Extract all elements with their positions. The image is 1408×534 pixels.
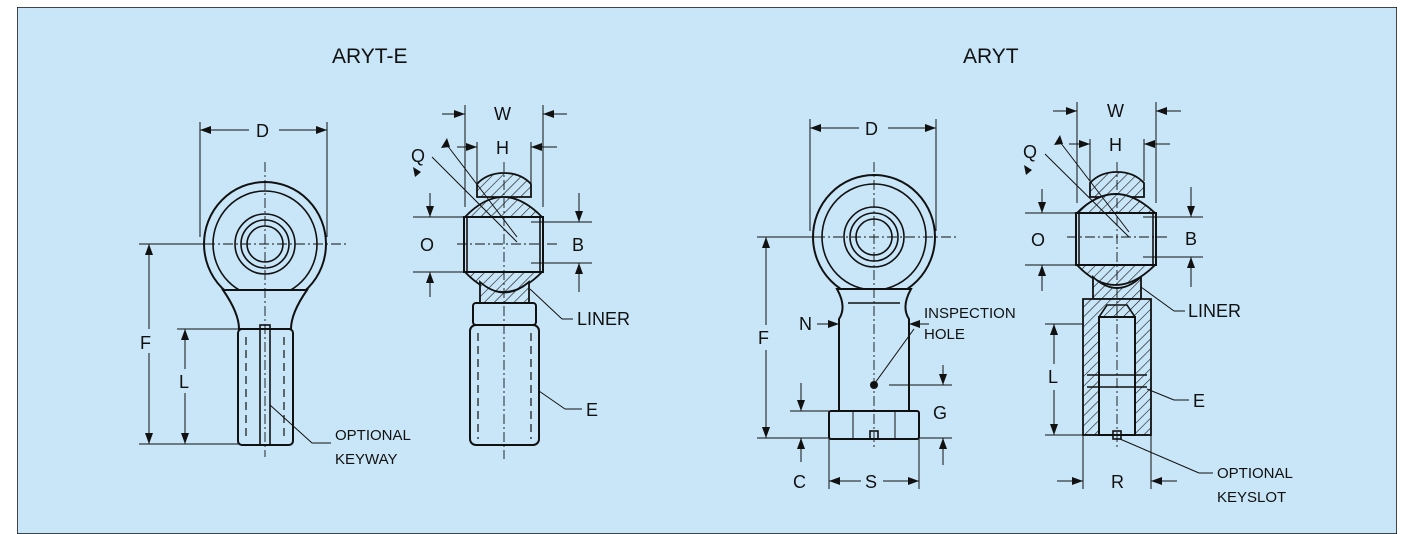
aryt-e-front-view bbox=[187, 162, 347, 457]
label-optional-keyslot-1: OPTIONAL bbox=[1217, 465, 1293, 482]
aryt-dim-r: R bbox=[1057, 435, 1177, 492]
label-optional-keyway-2: KEYWAY bbox=[335, 451, 398, 468]
aryt-dim-l: L bbox=[1045, 323, 1083, 436]
label-inspection-2: HOLE bbox=[924, 326, 965, 343]
label-o-right: O bbox=[1031, 230, 1045, 250]
label-liner: LINER bbox=[577, 309, 630, 329]
label-d: D bbox=[256, 121, 269, 141]
aryt-dim-b: B bbox=[1143, 187, 1203, 287]
aryt-e-side-view bbox=[431, 144, 557, 459]
label-w-right: W bbox=[1107, 101, 1124, 121]
label-h-right: H bbox=[1109, 135, 1122, 155]
aryt-front-view bbox=[797, 162, 957, 447]
aryt-e-dim-b: B bbox=[531, 193, 592, 292]
label-r: R bbox=[1111, 472, 1124, 492]
label-optional-keyslot-2: KEYSLOT bbox=[1217, 489, 1286, 506]
aryt-inspection-hole-leader: INSPECTION HOLE bbox=[874, 305, 1016, 384]
aryt-dim-n: N bbox=[799, 314, 929, 334]
aryt-dim-e: E bbox=[1146, 388, 1205, 411]
aryt-e-dim-e: E bbox=[538, 390, 598, 420]
label-l-right: L bbox=[1048, 367, 1058, 387]
aryt-dim-q: Q bbox=[1023, 135, 1063, 175]
label-n: N bbox=[799, 314, 812, 334]
aryt-dim-c: C bbox=[790, 383, 829, 492]
label-liner-right: LINER bbox=[1188, 301, 1241, 321]
title-aryt: ARYT bbox=[963, 45, 1019, 68]
label-g: G bbox=[933, 403, 947, 423]
label-e-right: E bbox=[1193, 391, 1205, 411]
aryt-dim-d: D bbox=[809, 119, 937, 231]
aryt-dim-o: O bbox=[1025, 189, 1089, 291]
aryt-dim-f: F bbox=[757, 236, 829, 439]
label-w: W bbox=[494, 104, 511, 124]
label-b: B bbox=[572, 235, 584, 255]
label-d-right: D bbox=[865, 119, 878, 139]
aryt-e-dim-l: L bbox=[177, 328, 239, 444]
label-s: S bbox=[865, 472, 877, 492]
label-q: Q bbox=[411, 146, 425, 166]
aryt-e-dim-q: Q bbox=[411, 138, 450, 177]
label-h: H bbox=[496, 138, 509, 158]
aryt-e-dim-w: W bbox=[442, 104, 567, 207]
aryt-dim-g: G bbox=[889, 365, 952, 465]
label-e: E bbox=[586, 400, 598, 420]
aryt-e-dim-h: H bbox=[457, 138, 557, 183]
label-o: O bbox=[420, 235, 434, 255]
aryt-side-view bbox=[1044, 141, 1167, 447]
aryt-dim-w: W bbox=[1053, 101, 1181, 203]
label-c: C bbox=[793, 472, 806, 492]
aryt-e-keyway-leader: OPTIONAL KEYWAY bbox=[269, 404, 411, 468]
aryt-dim-s: S bbox=[828, 439, 920, 492]
label-f-right: F bbox=[758, 328, 769, 348]
aryt-keyslot-leader: OPTIONAL KEYSLOT bbox=[1119, 438, 1293, 506]
aryt-liner-leader: LINER bbox=[1140, 286, 1241, 321]
label-b-right: B bbox=[1185, 229, 1197, 249]
aryt-dim-h: H bbox=[1069, 135, 1170, 181]
rod-end-diagram: ARYT-E D F bbox=[17, 7, 1397, 534]
aryt-e-dim-d: D bbox=[199, 121, 328, 237]
label-inspection-1: INSPECTION bbox=[924, 305, 1016, 322]
label-optional-keyway-1: OPTIONAL bbox=[335, 427, 411, 444]
aryt-e-liner-leader: LINER bbox=[529, 288, 630, 329]
title-aryt-e: ARYT-E bbox=[332, 45, 407, 68]
aryt-e-dim-f: F bbox=[139, 243, 239, 445]
label-q-right: Q bbox=[1023, 142, 1037, 162]
label-l: L bbox=[179, 372, 189, 392]
aryt-e-dim-o: O bbox=[413, 193, 477, 297]
label-f: F bbox=[140, 333, 151, 353]
diagram-panel: ARYT-E D F bbox=[17, 7, 1397, 534]
